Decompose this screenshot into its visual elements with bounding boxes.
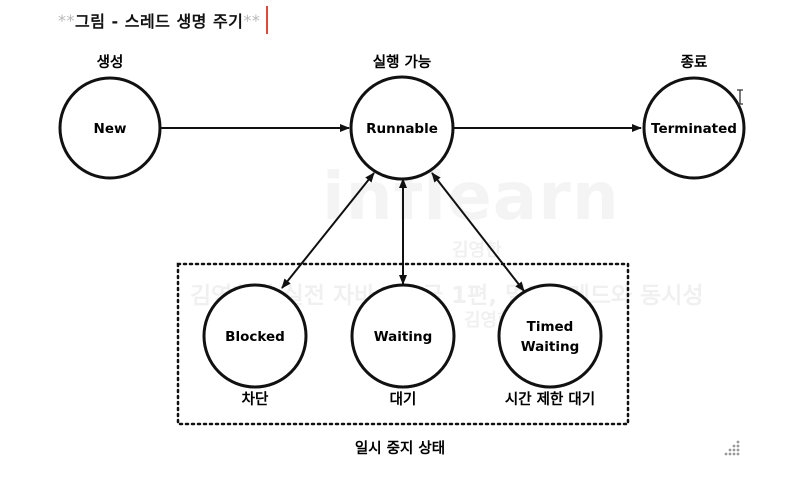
state-terminated-label: Terminated	[651, 121, 737, 137]
state-waiting[interactable]: Waiting	[350, 283, 456, 389]
state-new-label: New	[94, 121, 127, 137]
state-blocked-label: Blocked	[225, 329, 285, 345]
state-runnable[interactable]: Runnable	[349, 75, 455, 181]
caption-runnable: 실행 가능	[373, 54, 431, 71]
state-runnable-label: Runnable	[366, 121, 438, 137]
text-cursor-icon	[737, 89, 743, 105]
caption-waiting: 대기	[390, 391, 417, 408]
state-new[interactable]: New	[58, 76, 162, 180]
markdown-bold-close: **	[243, 10, 261, 30]
markdown-bold-open: **	[58, 10, 75, 30]
state-terminated[interactable]: Terminated	[642, 76, 746, 180]
state-timed-waiting-label-line2: Waiting	[521, 339, 580, 355]
state-waiting-label: Waiting	[374, 329, 433, 345]
caption-new: 생성	[97, 53, 124, 71]
caption-blocked: 차단	[242, 391, 269, 408]
state-blocked[interactable]: Blocked	[202, 283, 308, 389]
text-caret	[266, 6, 269, 34]
page-title[interactable]: ** 그림 - 스레드 생명 주기 **	[58, 6, 269, 34]
caption-timed-waiting: 시간 제한 대기	[505, 391, 595, 408]
state-timed-waiting[interactable]: Timed Waiting	[497, 283, 603, 389]
resize-corner-icon[interactable]	[720, 436, 742, 458]
title-text: 그림 - 스레드 생명 주기	[75, 12, 244, 31]
edge-runnable-timed-waiting[interactable]	[431, 172, 525, 292]
caption-paused-group: 일시 중지 상태	[355, 440, 445, 457]
state-timed-waiting-label-line1: Timed	[527, 319, 574, 335]
edge-runnable-blocked[interactable]	[281, 172, 375, 289]
caption-terminated: 종료	[681, 54, 708, 71]
